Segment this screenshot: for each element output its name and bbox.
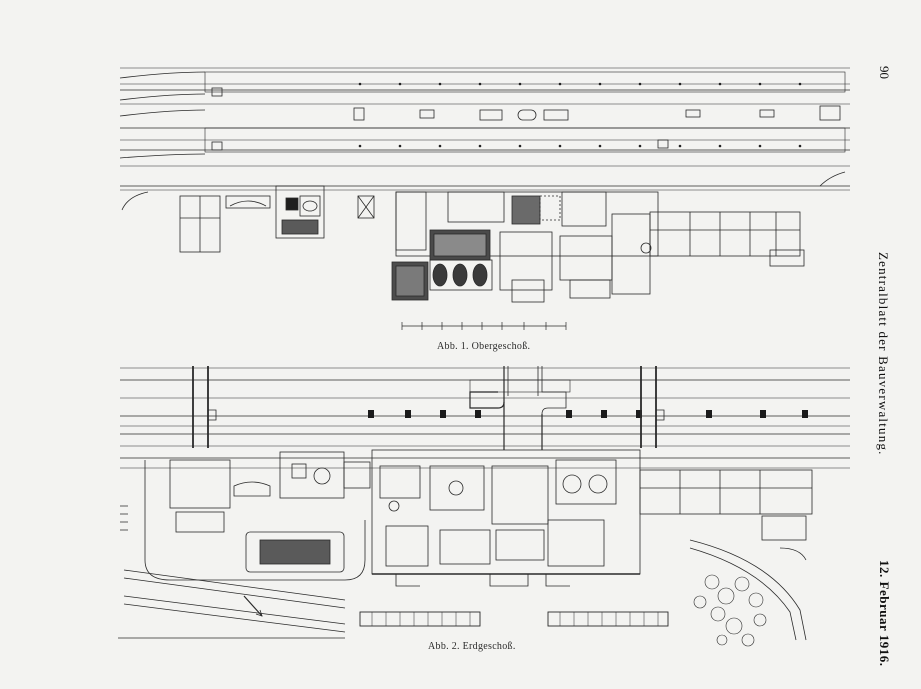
figure-2-caption: Abb. 2. Erdgeschoß. <box>428 641 516 652</box>
upper-floor-plan <box>119 67 850 330</box>
journal-title: Zentralblatt der Bauverwaltung. <box>876 252 891 456</box>
figure-1-caption: Abb. 1. Obergeschoß. <box>437 341 531 352</box>
page-number: 90 <box>877 66 892 79</box>
issue-date: 12. Februar 1916. <box>877 560 892 667</box>
ground-floor-plan <box>118 366 850 647</box>
